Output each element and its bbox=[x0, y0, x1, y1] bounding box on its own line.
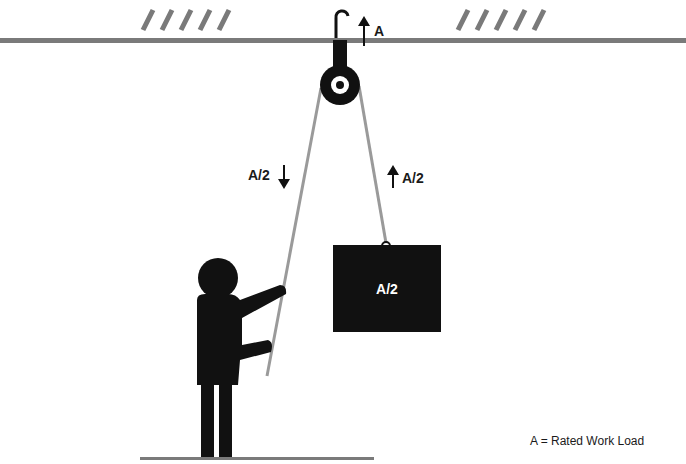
load-label: A/2 bbox=[376, 281, 398, 297]
rope-pull bbox=[267, 88, 321, 376]
pulley-axle bbox=[336, 81, 344, 89]
legend-note: A = Rated Work Load bbox=[530, 434, 644, 448]
hook bbox=[336, 11, 348, 38]
force-label: A/2 bbox=[402, 170, 424, 186]
force-label: A bbox=[374, 23, 384, 39]
pulley-hub bbox=[331, 76, 349, 94]
pulley-bracket bbox=[333, 40, 347, 68]
person bbox=[197, 258, 286, 460]
force-label: A/2 bbox=[248, 167, 270, 183]
force-arrow bbox=[392, 174, 394, 188]
arrow-head bbox=[358, 16, 370, 26]
ceiling-hatch bbox=[143, 10, 544, 30]
force-arrow bbox=[363, 24, 365, 46]
rope-load bbox=[359, 86, 386, 243]
ground bbox=[140, 457, 374, 460]
pulley-wheel bbox=[320, 65, 360, 105]
arrow-head bbox=[278, 179, 290, 189]
force-arrow bbox=[283, 165, 285, 180]
load-box: A/2 bbox=[333, 245, 441, 332]
arrow-head bbox=[387, 165, 399, 175]
